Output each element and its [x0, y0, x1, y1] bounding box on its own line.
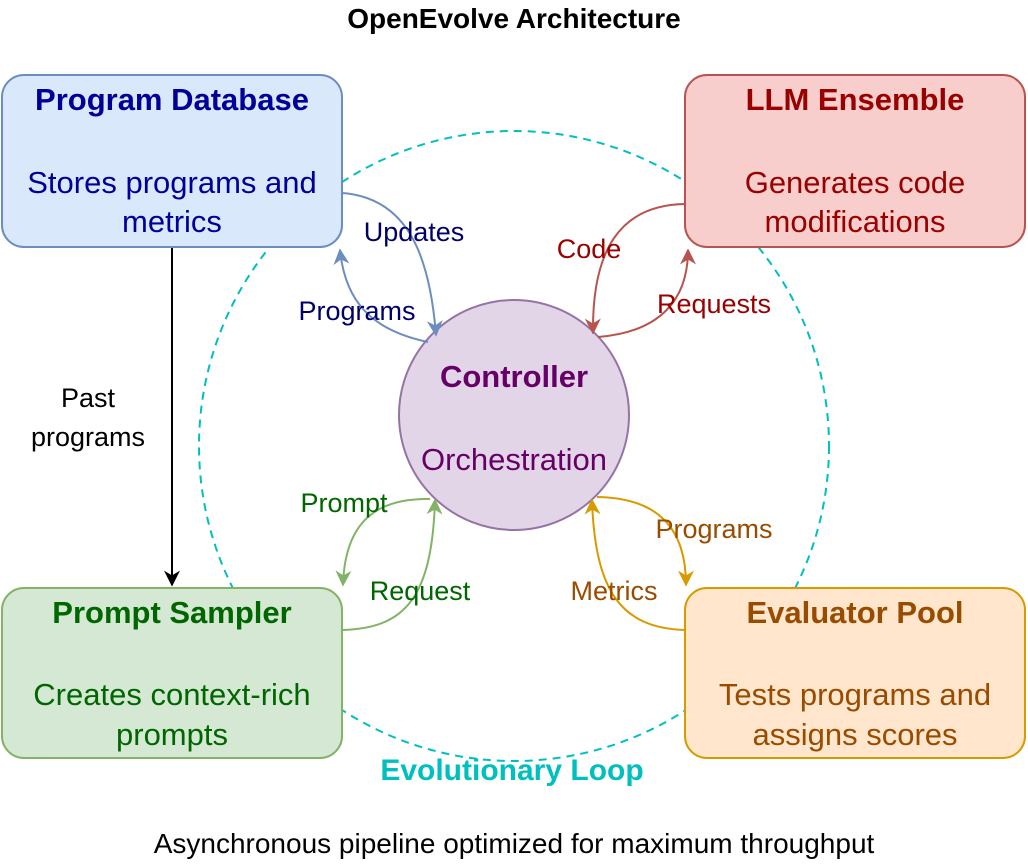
edge-label-past-line2: programs	[31, 422, 145, 452]
prompt-sampler-desc-line2: prompts	[116, 717, 228, 752]
requests-arrow	[597, 248, 696, 338]
program-database-desc-line2: metrics	[122, 204, 222, 239]
prompt-sampler-title: Prompt Sampler	[52, 595, 291, 630]
program-database-box	[1, 74, 343, 248]
node-evaluator-pool[interactable]: Evaluator Pool Tests programs and assign…	[684, 587, 1026, 759]
prompt-sampler-box	[1, 587, 343, 759]
node-llm-ensemble[interactable]: LLM Ensemble Generates code modification…	[684, 74, 1026, 248]
llm-ensemble-desc-line2: modifications	[765, 204, 946, 239]
evaluator-pool-title: Evaluator Pool	[746, 595, 963, 630]
edge-label-code: Code	[557, 234, 622, 264]
controller-title: Controller	[440, 359, 588, 394]
edge-label-past-line1: Past	[61, 383, 116, 413]
edge-label-prompt: Prompt	[300, 488, 388, 518]
edge-label-updates: Updates	[364, 217, 465, 247]
code-arrow	[584, 203, 686, 335]
diagram-title: OpenEvolve Architecture	[347, 3, 681, 34]
edge-label-programs-db: Programs	[298, 296, 415, 326]
evolutionary-loop-label: Evolutionary Loop	[380, 754, 643, 787]
programs-to-db-arrow	[333, 248, 429, 343]
node-prompt-sampler[interactable]: Prompt Sampler Creates context-rich prom…	[1, 587, 343, 759]
llm-ensemble-box	[684, 74, 1026, 248]
edge-label-metrics: Metrics	[571, 576, 658, 606]
updates-arrow	[341, 192, 443, 337]
edge-label-request: Request	[370, 576, 471, 606]
evolutionary-loop-circle	[198, 130, 830, 762]
prompt-sampler-desc-line1: Creates context-rich	[33, 677, 310, 712]
program-database-title: Program Database	[35, 82, 309, 117]
metrics-arrow	[584, 498, 686, 631]
programs-to-ep-arrow	[596, 496, 694, 587]
node-controller[interactable]: Controller Orchestration	[398, 299, 630, 531]
evaluator-pool-desc-line1: Tests programs and	[719, 677, 991, 712]
llm-ensemble-title: LLM Ensemble	[746, 82, 965, 117]
edge-label-requests: Requests	[657, 289, 771, 319]
evaluator-pool-desc-line2: assigns scores	[752, 717, 957, 752]
program-database-desc-line1: Stores programs and	[27, 165, 316, 200]
diagram-footer: Asynchronous pipeline optimized for maxi…	[154, 828, 875, 859]
llm-ensemble-desc-line1: Generates code	[745, 165, 966, 200]
node-program-database[interactable]: Program Database Stores programs and met…	[1, 74, 343, 248]
controller-circle	[398, 299, 630, 531]
request-arrow	[342, 498, 443, 631]
controller-subtitle: Orchestration	[421, 442, 607, 477]
evaluator-pool-box	[684, 587, 1026, 759]
edge-label-programs-ep: Programs	[655, 514, 772, 544]
prompt-arrow	[335, 497, 431, 587]
